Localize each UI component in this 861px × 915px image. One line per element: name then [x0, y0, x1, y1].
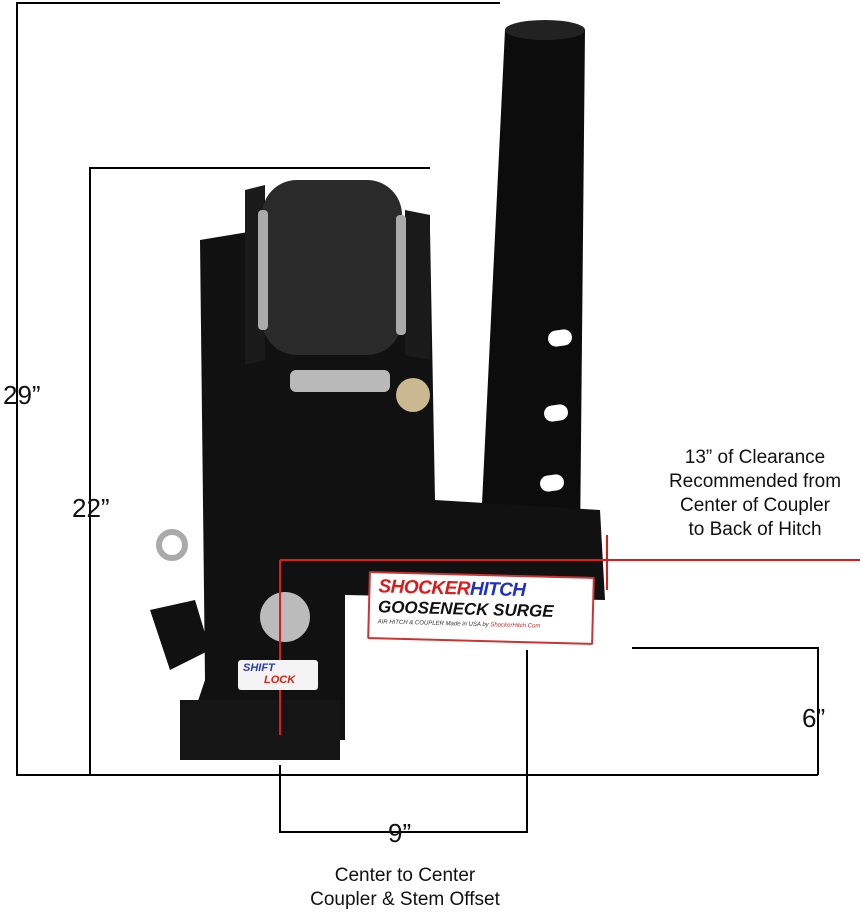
dimension-lines: [16, 2, 819, 833]
stem-tube: [480, 20, 585, 545]
tagline: AIR HITCH & COUPLER Made in USA by: [377, 619, 489, 629]
brand-name-red: SHOCKER: [378, 576, 471, 600]
clearance-line: Center of Coupler: [680, 495, 830, 516]
safety-pin-ring: [156, 529, 188, 561]
lock-text: LOCK: [264, 674, 296, 686]
brand-name-blue: HITCH: [469, 578, 526, 602]
pivot-bolt: [260, 592, 310, 642]
offset-caption: Center to Center Coupler & Stem Offset: [290, 864, 520, 912]
caption-line: Center to Center: [334, 865, 476, 886]
shift-lock-label: SHIFT LOCK: [238, 660, 318, 690]
model-name: GOOSENECK SURGE: [377, 597, 554, 621]
clearance-line: to Back of Hitch: [688, 519, 822, 540]
body-height-label: 22”: [72, 493, 110, 523]
shift-text: SHIFT: [243, 662, 275, 674]
clearance-lines: [279, 535, 860, 735]
coupler-base: [180, 700, 340, 760]
product-label: SHOCKERHITCH GOOSENECK SURGE AIR HITCH &…: [367, 571, 595, 645]
brand-url: ShockerHitch.Com: [490, 622, 541, 630]
air-bag: [258, 180, 430, 412]
clearance-note: 13” of Clearance Recommended from Center…: [640, 446, 861, 542]
clearance-line: Recommended from: [668, 471, 842, 492]
caption-line: Coupler & Stem Offset: [310, 889, 500, 910]
coupler-height-label: 6”: [802, 703, 826, 733]
clearance-line: 13” of Clearance: [684, 447, 826, 468]
overall-height-label: 29”: [3, 380, 41, 410]
offset-label: 9”: [388, 818, 412, 848]
